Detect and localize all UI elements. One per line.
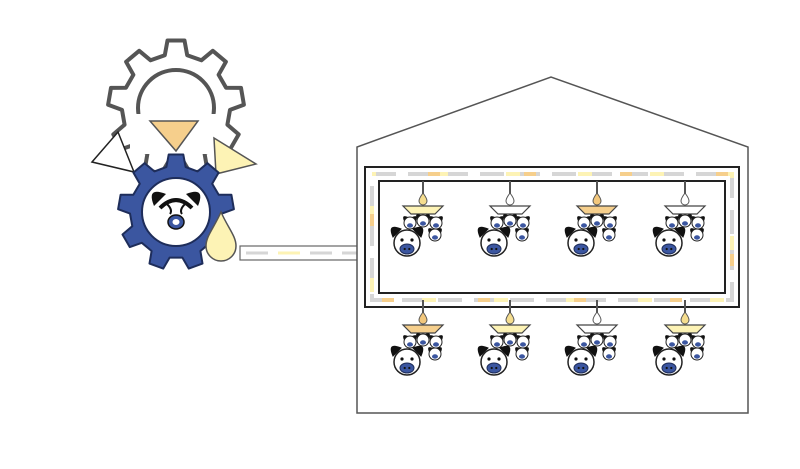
feeder-group — [390, 181, 707, 376]
white-funnel-icon — [90, 130, 136, 174]
feeder-5 — [390, 300, 445, 376]
feeder-8 — [652, 300, 707, 376]
feeder-1 — [390, 181, 445, 257]
feeder-6 — [477, 300, 532, 376]
feeder-2 — [477, 181, 532, 257]
feeder-4 — [652, 181, 707, 257]
feeder-3 — [564, 181, 619, 257]
feed-pipe-inlet — [239, 245, 373, 261]
piglet-pacifier-icon — [151, 191, 201, 230]
milk-drop-icon — [205, 210, 237, 262]
yellow-funnel-icon — [213, 136, 258, 175]
orange-funnel-icon — [148, 120, 200, 153]
feeder-7 — [564, 300, 619, 376]
